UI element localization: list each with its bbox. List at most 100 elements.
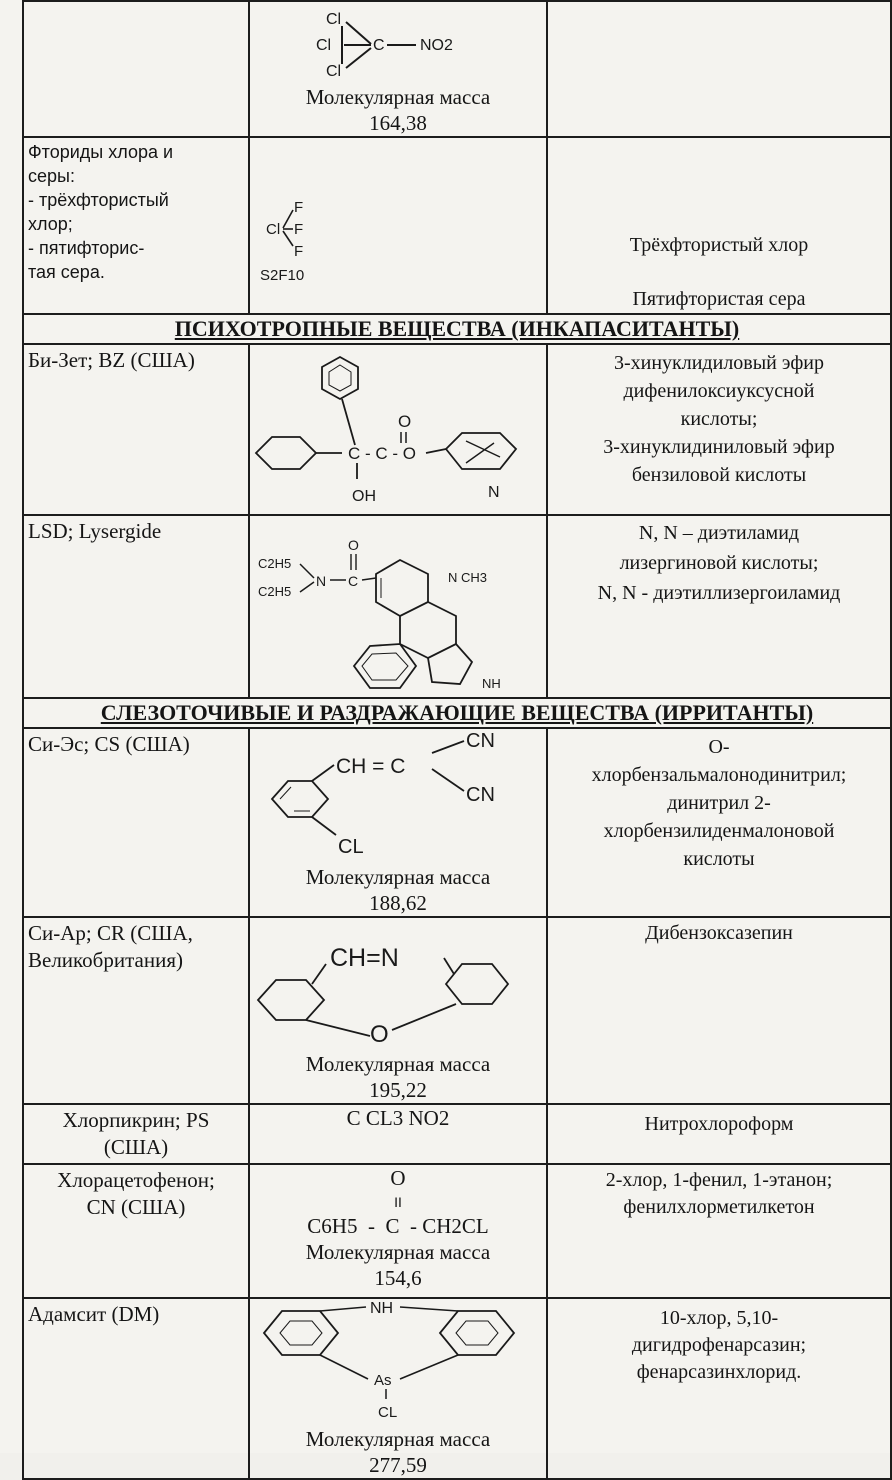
name-cell: Хлорпикрин; PS (США) <box>22 1103 250 1165</box>
dm-structure: NH As CL <box>262 1300 516 1421</box>
atom-f: F <box>294 221 303 238</box>
agent-name-line: Си-Ар; CR (США, <box>28 921 193 945</box>
molecular-mass-value: 195,22 <box>369 1078 427 1102</box>
formula-text: C CL3 NO2 <box>346 1106 450 1130</box>
description-line: 10-хлор, 5,10- <box>659 1307 779 1329</box>
atom-cl: Cl <box>326 63 341 80</box>
description-line: дифенилоксиуксусной <box>623 380 815 402</box>
atom-c: C <box>348 573 358 589</box>
atom-o: O <box>398 412 411 431</box>
agents-table: Cl Cl Cl C NO2 Молекулярная масса 164,38… <box>22 0 892 1480</box>
structure-cell: O II C6H5 - C - CH2CL Молекулярная масса… <box>248 1163 548 1299</box>
atom-cn: CN <box>466 784 495 806</box>
description-line: динитрил 2- <box>667 792 771 814</box>
description-line: фенарсазинхлорид. <box>636 1361 802 1383</box>
table-row: Си-Ар; CR (США, Великобритания) CH=N O М… <box>22 916 892 1105</box>
description-text: Трёхфтористый хлор <box>629 234 809 256</box>
atom-f: F <box>294 199 303 216</box>
description-cell: 2-хлор, 1-фенил, 1-этанон; фенилхлормети… <box>546 1163 892 1299</box>
description-line: 3-хинуклидиловый эфир <box>613 352 825 374</box>
description-cell: 3-хинуклидиловый эфир дифенилоксиуксусно… <box>546 343 892 516</box>
molecular-mass-value: 154,6 <box>374 1266 422 1290</box>
atom-n: N <box>488 484 500 501</box>
name-cell: LSD; Lysergide <box>22 514 250 699</box>
table-row: Хлорацетофенон; CN (США) O II C6H5 - C -… <box>22 1163 892 1299</box>
structure-cell: CH = C CN CN CL Молекулярная масса 188,6… <box>248 727 548 918</box>
atom-o: O <box>348 537 359 553</box>
agent-name-line: (США) <box>103 1135 169 1159</box>
table-row: Фториды хлора и серы: - трёхфтористый хл… <box>22 136 892 315</box>
table-row: Си-Эс; CS (США) CH = C CN CN CL Молекуля… <box>22 727 892 918</box>
name-line: хлор; <box>28 214 73 234</box>
atom-oh: OH <box>352 488 376 505</box>
agent-name-line: Хлорпикрин; PS <box>62 1108 210 1132</box>
description-cell: 10-хлор, 5,10- дигидрофенарсазин; фенарс… <box>546 1297 892 1480</box>
description-cell: Дибензоксазепин <box>546 916 892 1105</box>
atom-as: As <box>374 1372 392 1389</box>
description-line: N, N – диэтиламид <box>638 522 800 544</box>
name-line: - пятифторис- <box>28 238 145 258</box>
atom-cl: Cl <box>326 11 341 28</box>
molecular-mass-value: 277,59 <box>369 1453 427 1477</box>
name-cell: Си-Эс; CS (США) <box>22 727 250 918</box>
atom-c: C <box>373 37 385 54</box>
description-line: кислоты <box>683 848 755 870</box>
table-row: Хлорпикрин; PS (США) C CL3 NO2 Нитрохлор… <box>22 1103 892 1165</box>
atom-c2h5: C2H5 <box>258 584 291 599</box>
formula-double-bond: II <box>394 1194 402 1210</box>
structure-cell: Cl Cl Cl C NO2 Молекулярная масса 164,38 <box>248 0 548 138</box>
structure-cell: C - C - O O OH N <box>248 343 548 516</box>
ester-chain: C - C - O <box>348 444 416 463</box>
molecular-mass-label: Молекулярная масса <box>305 865 491 889</box>
name-cell: Фториды хлора и серы: - трёхфтористый хл… <box>22 136 250 315</box>
description-line: 2-хлор, 1-фенил, 1-этанон; <box>605 1169 833 1191</box>
description-cell: Нитрохлороформ <box>546 1103 892 1165</box>
description-line: N, N - диэтиллизергоиламид <box>597 582 841 604</box>
description-line: бензиловой кислоты <box>631 464 807 486</box>
description-line: кислоты; <box>680 408 758 430</box>
atom-nh: NH <box>370 1300 393 1317</box>
agent-name-line: Хлорацетофенон; <box>57 1168 215 1192</box>
description-cell: Трёхфтористый хлор Пятифтористая сера <box>546 136 892 315</box>
description-line: 3-хинуклидиниловый эфир <box>603 436 835 458</box>
name-cell: Си-Ар; CR (США, Великобритания) <box>22 916 250 1105</box>
agent-name: Адамсит (DM) <box>28 1302 160 1326</box>
table-row: Би-Зет; BZ (США) C - C - O O OH <box>22 343 892 516</box>
agent-name: Си-Эс; CS (США) <box>28 732 190 756</box>
structure-cell: Cl F F F S2F10 <box>248 136 548 315</box>
molecular-mass-label: Молекулярная масса <box>305 1052 491 1076</box>
atom-cl: CL <box>378 1404 397 1421</box>
formula-o: O <box>390 1166 406 1190</box>
agent-name-line: CN (США) <box>86 1195 186 1219</box>
atom-o: O <box>370 1021 389 1046</box>
structure-cell: NH As CL Молекулярная масса 277,59 <box>248 1297 548 1480</box>
molecular-mass-label: Молекулярная масса <box>305 1240 491 1264</box>
table-row: Cl Cl Cl C NO2 Молекулярная масса 164,38 <box>22 0 892 138</box>
section-row: СЛЕЗОТОЧИВЫЕ И РАЗДРАЖАЮЩИЕ ВЕЩЕСТВА (ИР… <box>22 697 892 729</box>
section-title: СЛЕЗОТОЧИВЫЕ И РАЗДРАЖАЮЩИЕ ВЕЩЕСТВА (ИР… <box>22 697 892 729</box>
name-cell: Би-Зет; BZ (США) <box>22 343 250 516</box>
structure-cell: C2H5 C2H5 N C O N CH3 <box>248 514 548 699</box>
atom-c2h5: C2H5 <box>258 556 291 571</box>
name-line: тая сера. <box>28 262 105 282</box>
cr-structure: CH=N O <box>256 944 510 1048</box>
description-line: лизергиновой кислоты; <box>619 552 819 574</box>
description-text: Нитрохлороформ <box>644 1113 794 1135</box>
formula-s2f10: S2F10 <box>260 267 304 284</box>
fluorides-structure: Cl F F F S2F10 <box>260 199 304 284</box>
molecular-mass-value: 188,62 <box>369 891 427 915</box>
atom-cl: CL <box>338 836 364 858</box>
chloropicrin-structure: Cl Cl Cl C NO2 <box>316 11 453 80</box>
description-text: Пятифтористая сера <box>632 288 806 310</box>
molecular-mass-value: 164,38 <box>369 111 427 135</box>
atom-cl: Cl <box>266 221 280 238</box>
ch-eq-n: CH=N <box>330 944 399 972</box>
agent-name: LSD; Lysergide <box>28 519 162 543</box>
atom-f: F <box>294 243 303 260</box>
structure-cell: C CL3 NO2 <box>248 1103 548 1165</box>
atom-no2: NO2 <box>420 37 453 54</box>
lsd-structure: C2H5 C2H5 N C O N CH3 <box>258 537 501 691</box>
description-cell: O- хлорбензальмалонодинитрил; динитрил 2… <box>546 727 892 918</box>
atom-n-ch3: N CH3 <box>448 570 487 585</box>
